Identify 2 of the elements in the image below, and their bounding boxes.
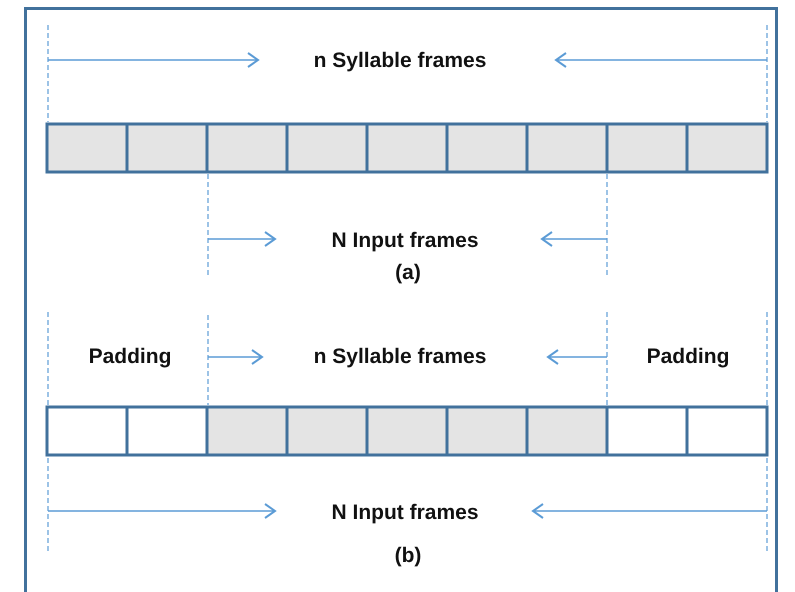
dimension-label: (b) [392, 544, 424, 568]
dimension-label: (a) [393, 261, 423, 285]
